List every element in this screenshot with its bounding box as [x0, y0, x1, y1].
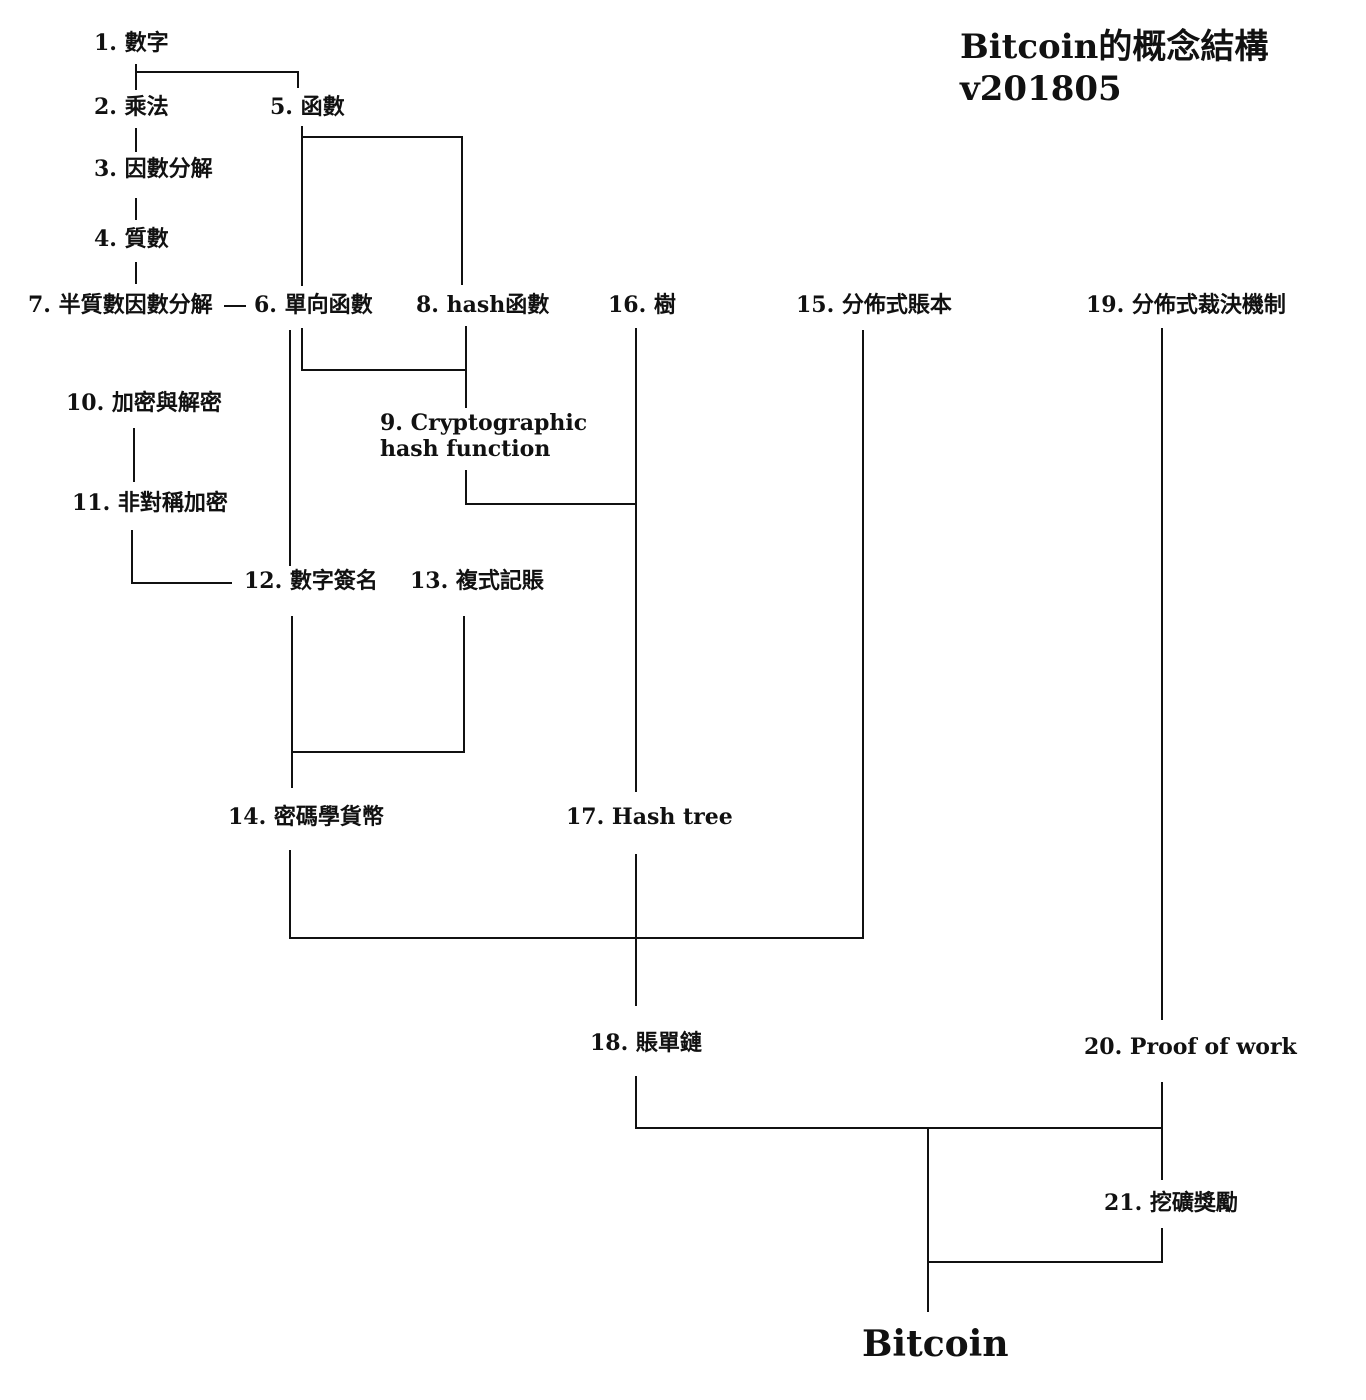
- node-8: 8. hash函數: [416, 292, 550, 318]
- node-17: 17. Hash tree: [566, 804, 733, 830]
- node-21: 21. 挖礦獎勵: [1104, 1190, 1238, 1216]
- node-18: 18. 賬單鏈: [590, 1030, 702, 1056]
- node-9-line-1: 9. Cryptographic: [380, 410, 588, 436]
- node-2: 2. 乘法: [94, 94, 169, 120]
- edge-11-12: [131, 530, 232, 584]
- node-16: 16. 樹: [608, 292, 676, 318]
- node-5: 5. 函數: [270, 94, 345, 120]
- title-line-2: v201805: [960, 69, 1122, 109]
- edge-14-15-18: [289, 330, 864, 939]
- node-9-line-2: hash function: [380, 436, 551, 462]
- root-node-bitcoin: Bitcoin: [862, 1323, 1009, 1365]
- node-11: 11. 非對稱加密: [72, 490, 228, 516]
- edge-1-5: [135, 64, 299, 88]
- node-9: 9. Cryptographic hash function: [380, 410, 587, 462]
- node-15: 15. 分佈式賬本: [796, 292, 952, 318]
- node-4: 4. 質數: [94, 226, 169, 252]
- diagram-title: Bitcoin的概念結構 v201805: [960, 26, 1268, 110]
- edge-21-root: [928, 1228, 1163, 1263]
- node-14: 14. 密碼學貨幣: [228, 804, 384, 830]
- node-13: 13. 複式記賬: [410, 568, 544, 594]
- edge-18-20-root: [635, 1076, 1163, 1129]
- edge-9-17: [465, 470, 636, 505]
- edge-13-14: [292, 616, 465, 753]
- node-10: 10. 加密與解密: [66, 390, 222, 416]
- node-6: 6. 單向函數: [254, 292, 373, 318]
- node-3: 3. 因數分解: [94, 156, 213, 182]
- node-7: 7. 半質數因數分解: [28, 292, 213, 318]
- node-12: 12. 數字簽名: [244, 568, 378, 594]
- node-19: 19. 分佈式裁決機制: [1086, 292, 1286, 318]
- edge-5-8: [302, 136, 463, 285]
- node-20: 20. Proof of work: [1084, 1034, 1297, 1060]
- title-line-1: Bitcoin的概念結構: [960, 27, 1269, 67]
- node-1: 1. 數字: [94, 30, 169, 56]
- edge-6-9: [301, 328, 466, 371]
